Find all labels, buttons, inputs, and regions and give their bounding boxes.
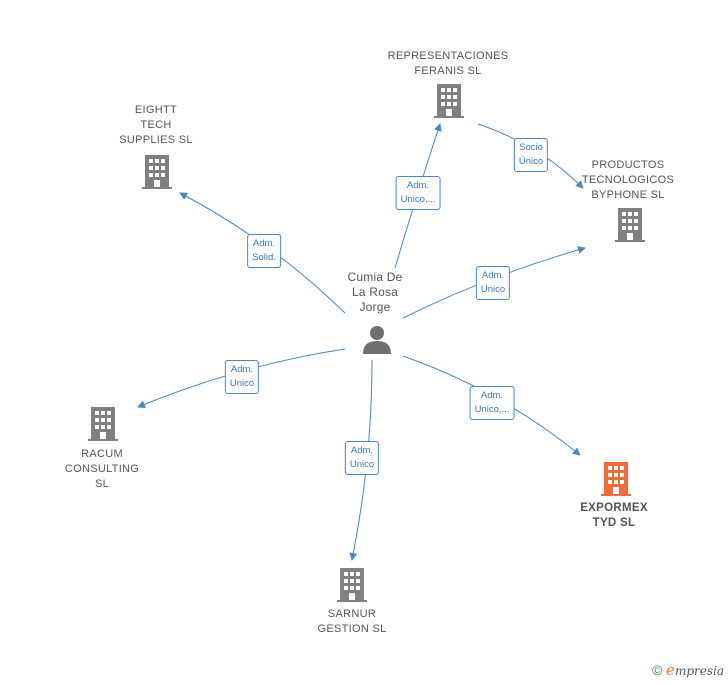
person-icon[interactable] bbox=[362, 324, 392, 354]
node-label-racum[interactable]: RACUM CONSULTING SL bbox=[64, 448, 140, 490]
footer-brand: © empresia bbox=[652, 661, 724, 679]
building-icon[interactable] bbox=[88, 407, 118, 441]
node-label-sarnur[interactable]: SARNUR GESTION SL bbox=[317, 608, 387, 635]
brand-logo: empresia bbox=[666, 661, 724, 679]
edge-label-socio[interactable]: Socio Único bbox=[513, 138, 549, 172]
edge-label-racum[interactable]: Adm. Unico bbox=[224, 360, 260, 394]
building-icon[interactable] bbox=[434, 84, 464, 118]
building-icon[interactable] bbox=[337, 568, 367, 602]
building-icon[interactable] bbox=[615, 208, 645, 242]
center-person-label[interactable]: Cumia De La Rosa Jorge bbox=[347, 270, 403, 314]
building-icon[interactable] bbox=[142, 155, 172, 189]
node-label-productos[interactable]: PRODUCTOS TECNOLOGICOS BYPHONE SL bbox=[581, 159, 675, 201]
copyright-icon: © bbox=[652, 662, 663, 678]
edge-label-representaciones[interactable]: Adm. Unico,... bbox=[395, 176, 441, 210]
node-label-representaciones[interactable]: REPRESENTACIONES FERANIS SL bbox=[387, 50, 509, 77]
edge-label-sarnur[interactable]: Adm. Unico bbox=[344, 441, 380, 475]
node-label-eightt[interactable]: EIGHTT TECH SUPPLIES SL bbox=[119, 104, 193, 146]
edge-label-expormex[interactable]: Adm. Unico,... bbox=[469, 386, 515, 420]
edge-label-productos[interactable]: Adm. Unico bbox=[475, 266, 511, 300]
node-label-expormex[interactable]: EXPORMEX TYD SL bbox=[580, 502, 648, 529]
edge-label-eightt[interactable]: Adm. Solid. bbox=[247, 234, 281, 268]
building-icon[interactable] bbox=[601, 462, 631, 496]
